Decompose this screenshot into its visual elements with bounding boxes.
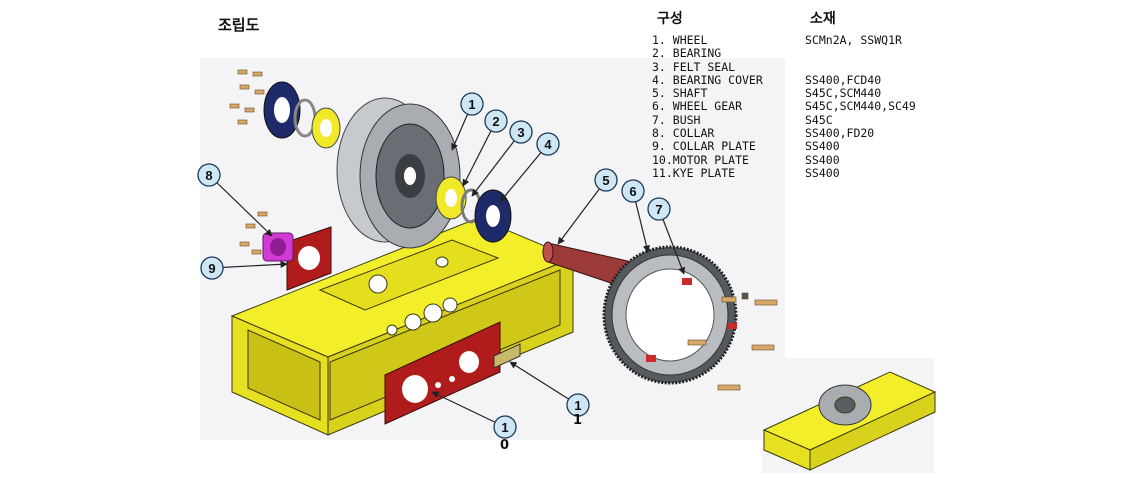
callout-label: 1 <box>574 398 581 413</box>
bearing-cover-left-drawing <box>263 81 341 149</box>
callout-label: 3 <box>517 125 524 140</box>
callout-extra-digit: 0 <box>500 438 510 453</box>
callout-label: 1 <box>468 97 475 112</box>
part-material: SS400 <box>805 139 840 154</box>
callout-extra-digit: 1 <box>573 413 583 428</box>
parts-row: 8. COLLAR SS400,FD20 <box>652 126 975 141</box>
part-name: 9. COLLAR PLATE <box>652 139 756 154</box>
leader-arrow <box>557 179 607 245</box>
part-material: SCMn2A, SSWQ1R <box>805 33 902 47</box>
part-material <box>805 61 975 74</box>
callout-bubble <box>536 132 560 156</box>
callout-bubble <box>509 120 533 144</box>
parts-table: 1. WHEEL SCMn2A, SSWQ1R 2. BEARING 3. FEL… <box>652 33 975 180</box>
callout-bubble <box>621 179 645 203</box>
part-material <box>805 47 975 60</box>
part-material: SS400 <box>805 152 840 167</box>
callout-bubble <box>484 109 508 133</box>
parts-row: 3. FELT SEAL <box>652 59 975 74</box>
callout-label: 8 <box>205 168 212 183</box>
callout-bubble <box>594 168 618 192</box>
callout-bubble <box>493 415 517 439</box>
bolt-glyph <box>229 69 268 255</box>
wheel-drawing <box>336 97 461 249</box>
part-name: 5. SHAFT <box>652 86 708 101</box>
leader-arrow <box>431 391 506 428</box>
parts-row: 5. SHAFT S45C,SCM440 <box>652 86 975 101</box>
gear-drawing <box>602 245 738 385</box>
assembled-view-drawing <box>762 371 937 471</box>
part-material: S45C,SCM440,SC49 <box>805 99 916 114</box>
part-name: 11.KYE PLATE <box>652 165 736 180</box>
part-name: 6. WHEEL GEAR <box>652 99 743 114</box>
part-material: SS400,FCD40 <box>805 72 882 87</box>
callout-label: 4 <box>544 137 552 152</box>
part-name: 8. COLLAR <box>652 126 715 141</box>
callout-label: 5 <box>602 173 609 188</box>
callout-bubble <box>647 197 671 221</box>
assembly-title: 조립도 <box>218 16 260 34</box>
leader-arrow <box>471 131 522 197</box>
leader-arrow <box>208 174 273 237</box>
callout-bubble <box>460 92 484 116</box>
callout-bubble <box>566 393 590 417</box>
part-name: 4. BEARING COVER <box>652 72 763 87</box>
parts-row: 2. BEARING <box>652 46 975 61</box>
callout-label: 2 <box>492 114 499 129</box>
part-material: SS400 <box>805 165 840 180</box>
callout-label: 9 <box>208 261 215 276</box>
header-part: 구성 <box>657 11 683 27</box>
callout-bubble <box>200 256 224 280</box>
bearing-drawing <box>435 176 467 220</box>
part-name: 3. FELT SEAL <box>652 59 736 74</box>
callout-label: 7 <box>655 202 662 217</box>
parts-row: 10.MOTOR PLATE SS400 <box>652 152 975 167</box>
leader-arrow <box>509 361 579 406</box>
header-material: 소재 <box>810 11 836 27</box>
parts-row: 7. BUSH S45C <box>652 112 975 127</box>
part-name: 10.MOTOR PLATE <box>652 152 749 167</box>
collar-plate-drawing <box>286 226 332 291</box>
leader-arrow <box>211 260 288 269</box>
parts-row: 11.KYE PLATE SS400 <box>652 165 975 180</box>
parts-row: 9. COLLAR PLATE SS400 <box>652 139 975 154</box>
part-material: S45C,SCM440 <box>805 86 882 101</box>
parts-row: 4. BEARING COVER SS400,FCD40 <box>652 72 975 87</box>
parts-row: 6. WHEEL GEAR S45C,SCM440,SC49 <box>652 99 975 114</box>
part-name: 2. BEARING <box>652 46 722 61</box>
motor-plate-drawing <box>384 321 501 425</box>
part-material: SS400,FD20 <box>805 126 875 141</box>
bearing-cover-drawing <box>474 189 512 243</box>
callout-label: 6 <box>629 184 636 199</box>
bush-bolts-drawing <box>687 292 778 391</box>
part-material: S45C <box>805 112 833 127</box>
kye-plate-drawing <box>493 343 521 369</box>
collar-drawing <box>262 232 294 262</box>
leader-arrow <box>499 143 549 203</box>
part-name: 7. BUSH <box>652 112 701 127</box>
callout-label: 1 <box>501 420 508 435</box>
leader-arrow <box>462 120 497 187</box>
parts-row: 1. WHEEL SCMn2A, SSWQ1R <box>652 33 975 47</box>
part-name: 1. WHEEL <box>652 33 708 47</box>
callout-bubble <box>197 163 221 187</box>
